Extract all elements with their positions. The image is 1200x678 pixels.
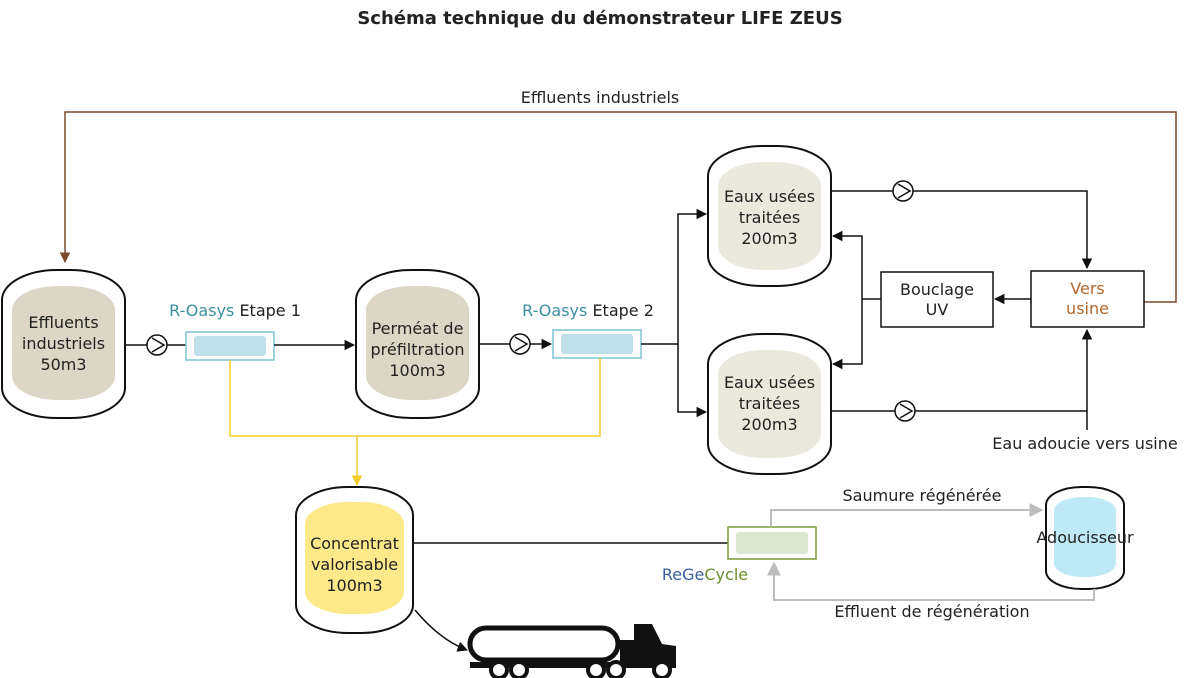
tank-effluents-line2: industriels: [21, 334, 106, 353]
tank-effluents-label: Effluents industriels 50m3: [2, 312, 125, 375]
tank-adoucisseur-label: Adoucisseur: [1036, 528, 1134, 547]
tank-eaux-bottom: [707, 333, 832, 475]
label-roasys-2-brand: R-Oasys: [522, 301, 588, 320]
box-vers-usine-label: Vers usine: [1031, 271, 1144, 327]
label-effluents-loop: Effluents industriels: [520, 88, 680, 107]
tank-permeat-label: Perméat de préfiltration 100m3: [356, 318, 479, 381]
tank-eaux-top-label: Eaux usées traitées 200m3: [708, 186, 831, 249]
box-vers-usine-line2: usine: [1066, 299, 1109, 318]
box-bouclage-label: Bouclage UV: [881, 272, 993, 327]
tank-permeat-line1: Perméat de: [371, 319, 464, 338]
pump-3-icon: [892, 180, 914, 202]
tank-effluents-line1: Effluents: [28, 313, 99, 332]
label-effluent-regen: Effluent de régénération: [834, 602, 1030, 621]
concentrate-line: [229, 358, 601, 437]
tank-concentrat: [295, 486, 414, 634]
filter-regecycle: [727, 526, 817, 560]
box-vers-usine-line1: Vers: [1070, 279, 1105, 298]
tank-adoucisseur: [1045, 486, 1125, 590]
label-regecycle-a: ReGe: [661, 565, 705, 584]
label-regecycle: ReGeCycle: [640, 565, 770, 585]
filter-roasys-1: [185, 331, 275, 361]
diagram-title: Schéma technique du démonstrateur LIFE Z…: [357, 8, 843, 29]
tank-permeat-line3: 100m3: [389, 361, 446, 380]
pump-4-icon: [894, 400, 916, 422]
tank-eaux-bottom-line2: traitées: [738, 394, 801, 413]
label-regecycle-b: Cycle: [704, 565, 749, 584]
tank-eaux-top: [707, 145, 832, 287]
label-roasys-1: R-Oasys Etape 1: [150, 301, 320, 321]
tank-eaux-top-line2: traitées: [738, 208, 801, 227]
tank-eaux-top-line3: 200m3: [741, 229, 798, 248]
filter-roasys-2: [552, 329, 642, 359]
box-bouclage-uv: [880, 271, 994, 328]
label-roasys-2-step: Etape 2: [592, 301, 654, 320]
pump-2-icon: [479, 333, 553, 355]
tank-concentrat-label: Concentrat valorisable 100m3: [296, 533, 413, 596]
label-roasys-1-brand: R-Oasys: [169, 301, 235, 320]
tank-permeat-line2: préfiltration: [370, 340, 465, 359]
tank-effluents: [1, 269, 126, 419]
tanker-truck-icon: [467, 624, 676, 678]
tank-eaux-bottom-line1: Eaux usées: [723, 373, 816, 392]
label-saumure: Saumure régénérée: [842, 486, 1002, 505]
tank-eaux-bottom-label: Eaux usées traitées 200m3: [708, 372, 831, 435]
label-eau-adoucie: Eau adoucie vers usine: [992, 434, 1178, 453]
box-bouclage-line1: Bouclage: [900, 279, 974, 299]
label-roasys-1-step: Etape 1: [239, 301, 301, 320]
tank-eaux-bottom-line3: 200m3: [741, 415, 798, 434]
tank-concentrat-line1: Concentrat: [310, 534, 399, 553]
box-bouclage-line2: UV: [925, 299, 949, 319]
tank-concentrat-line3: 100m3: [326, 576, 383, 595]
tank-effluents-line3: 50m3: [40, 355, 87, 374]
effluents-loop-line: [59, 111, 1177, 303]
tank-eaux-top-line1: Eaux usées: [723, 187, 816, 206]
box-vers-usine: [1030, 270, 1145, 328]
pump-1-icon: [125, 334, 186, 356]
label-roasys-2: R-Oasys Etape 2: [503, 301, 673, 321]
tank-concentrat-line2: valorisable: [310, 555, 399, 574]
tank-permeat: [355, 269, 480, 419]
flow-split: [641, 208, 708, 345]
